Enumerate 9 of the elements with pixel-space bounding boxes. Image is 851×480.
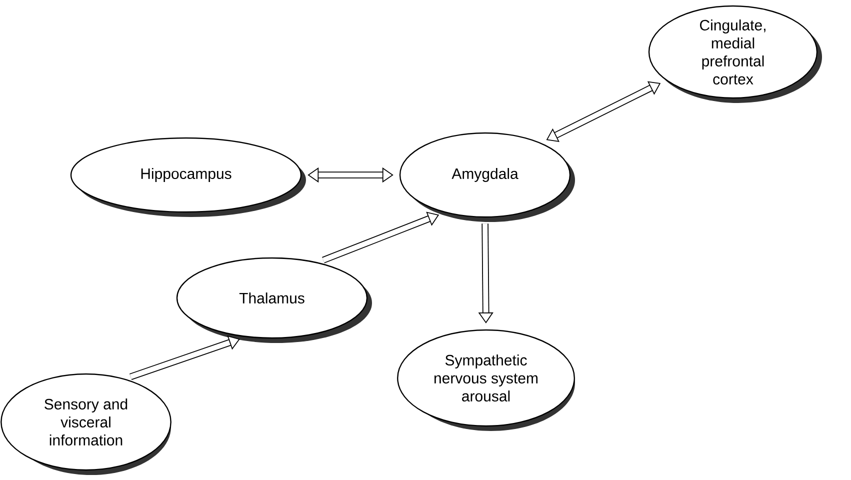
ellipse-node: Sensory and visceral information [0, 373, 172, 475]
ellipse-node: Hippocampus [70, 137, 306, 217]
ellipse-node: Thalamus [176, 257, 372, 343]
block-arrow [130, 335, 240, 380]
ellipse-node: Sympathetic nervous system arousal [397, 329, 575, 431]
node-label: Sensory and visceral information [44, 398, 128, 446]
block-arrow [308, 167, 394, 183]
ellipse-node: Amygdala [399, 132, 575, 222]
ellipse-node: Cingulate, medial prefrontal cortex [648, 5, 822, 103]
